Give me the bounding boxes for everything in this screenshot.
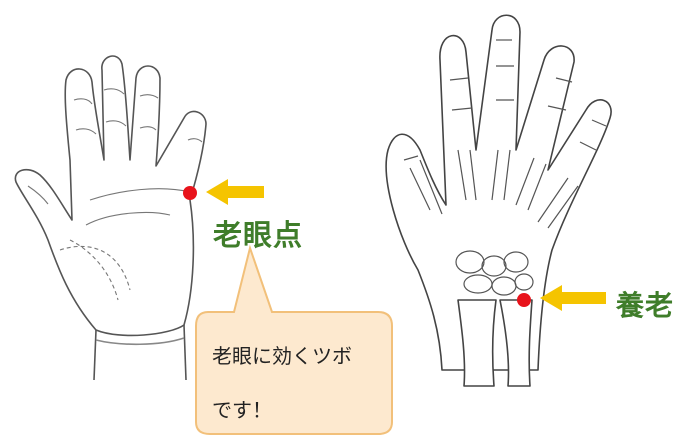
left-hand-drawing xyxy=(14,55,207,337)
right-arrow xyxy=(540,285,606,311)
right-hand-bones xyxy=(403,39,607,296)
callout-line-2: です！ xyxy=(212,398,272,422)
left-arrow xyxy=(206,179,264,205)
label-roganten: 老眼点 xyxy=(213,218,304,252)
right-point-dot xyxy=(517,293,531,307)
left-wrist xyxy=(93,324,187,381)
callout-bubble xyxy=(195,244,393,435)
label-yourou: 養老 xyxy=(616,289,675,322)
left-hand-details xyxy=(27,88,203,301)
right-hand-skeleton xyxy=(385,14,612,387)
left-point-dot xyxy=(183,186,197,200)
callout-line-1: 老眼に効くツボ xyxy=(212,344,352,368)
